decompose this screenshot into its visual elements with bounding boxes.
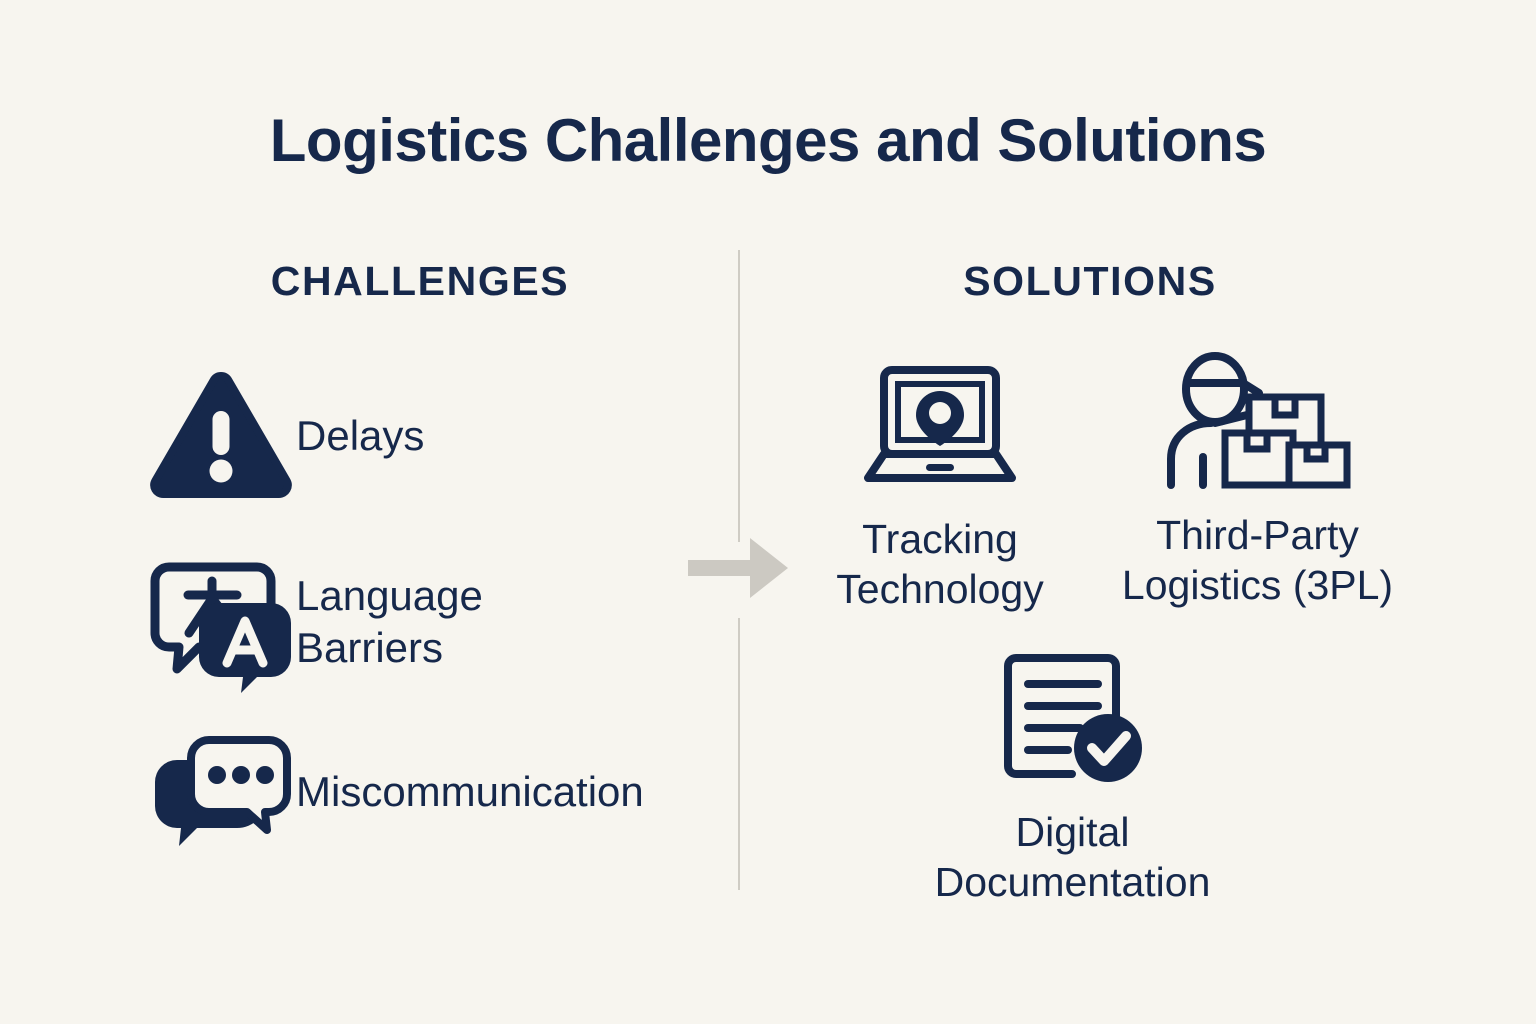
solution-item-tracking-technology: Tracking Technology: [790, 352, 1090, 614]
solution-label-third-party-logistics: Third-Party Logistics (3PL): [1121, 512, 1394, 609]
challenge-label-delays: Delays: [296, 411, 425, 459]
solution-label-digital-documentation: Digital Documentation: [934, 809, 1211, 906]
column-divider-top: [738, 250, 740, 542]
document-check-icon: [900, 645, 1245, 795]
speech-bubbles-icon: [146, 734, 296, 850]
solution-label-tracking-technology: Tracking Technology: [836, 516, 1044, 613]
challenges-column-heading: CHALLENGES: [270, 258, 570, 304]
translate-icon: [146, 557, 296, 693]
challenge-item-language-barriers: Language Barriers: [146, 548, 726, 696]
solutions-column-heading: SOLUTIONS: [963, 258, 1217, 304]
laptop-location-pin-icon: [790, 352, 1090, 502]
solution-item-third-party-logistics: Third-Party Logistics (3PL): [1095, 348, 1420, 610]
challenge-label-language-barriers: Language Barriers: [296, 571, 483, 672]
arrow-right-icon: [688, 532, 792, 604]
worker-boxes-icon: [1095, 348, 1420, 498]
challenge-label-miscommunication: Miscommunication: [296, 767, 644, 815]
challenge-item-delays: Delays: [146, 366, 726, 506]
warning-triangle-icon: [146, 372, 296, 499]
column-divider-bottom: [738, 618, 740, 890]
solution-item-digital-documentation: Digital Documentation: [900, 645, 1245, 907]
page-title: Logistics Challenges and Solutions: [269, 107, 1267, 174]
challenge-item-miscommunication: Miscommunication: [146, 726, 726, 858]
